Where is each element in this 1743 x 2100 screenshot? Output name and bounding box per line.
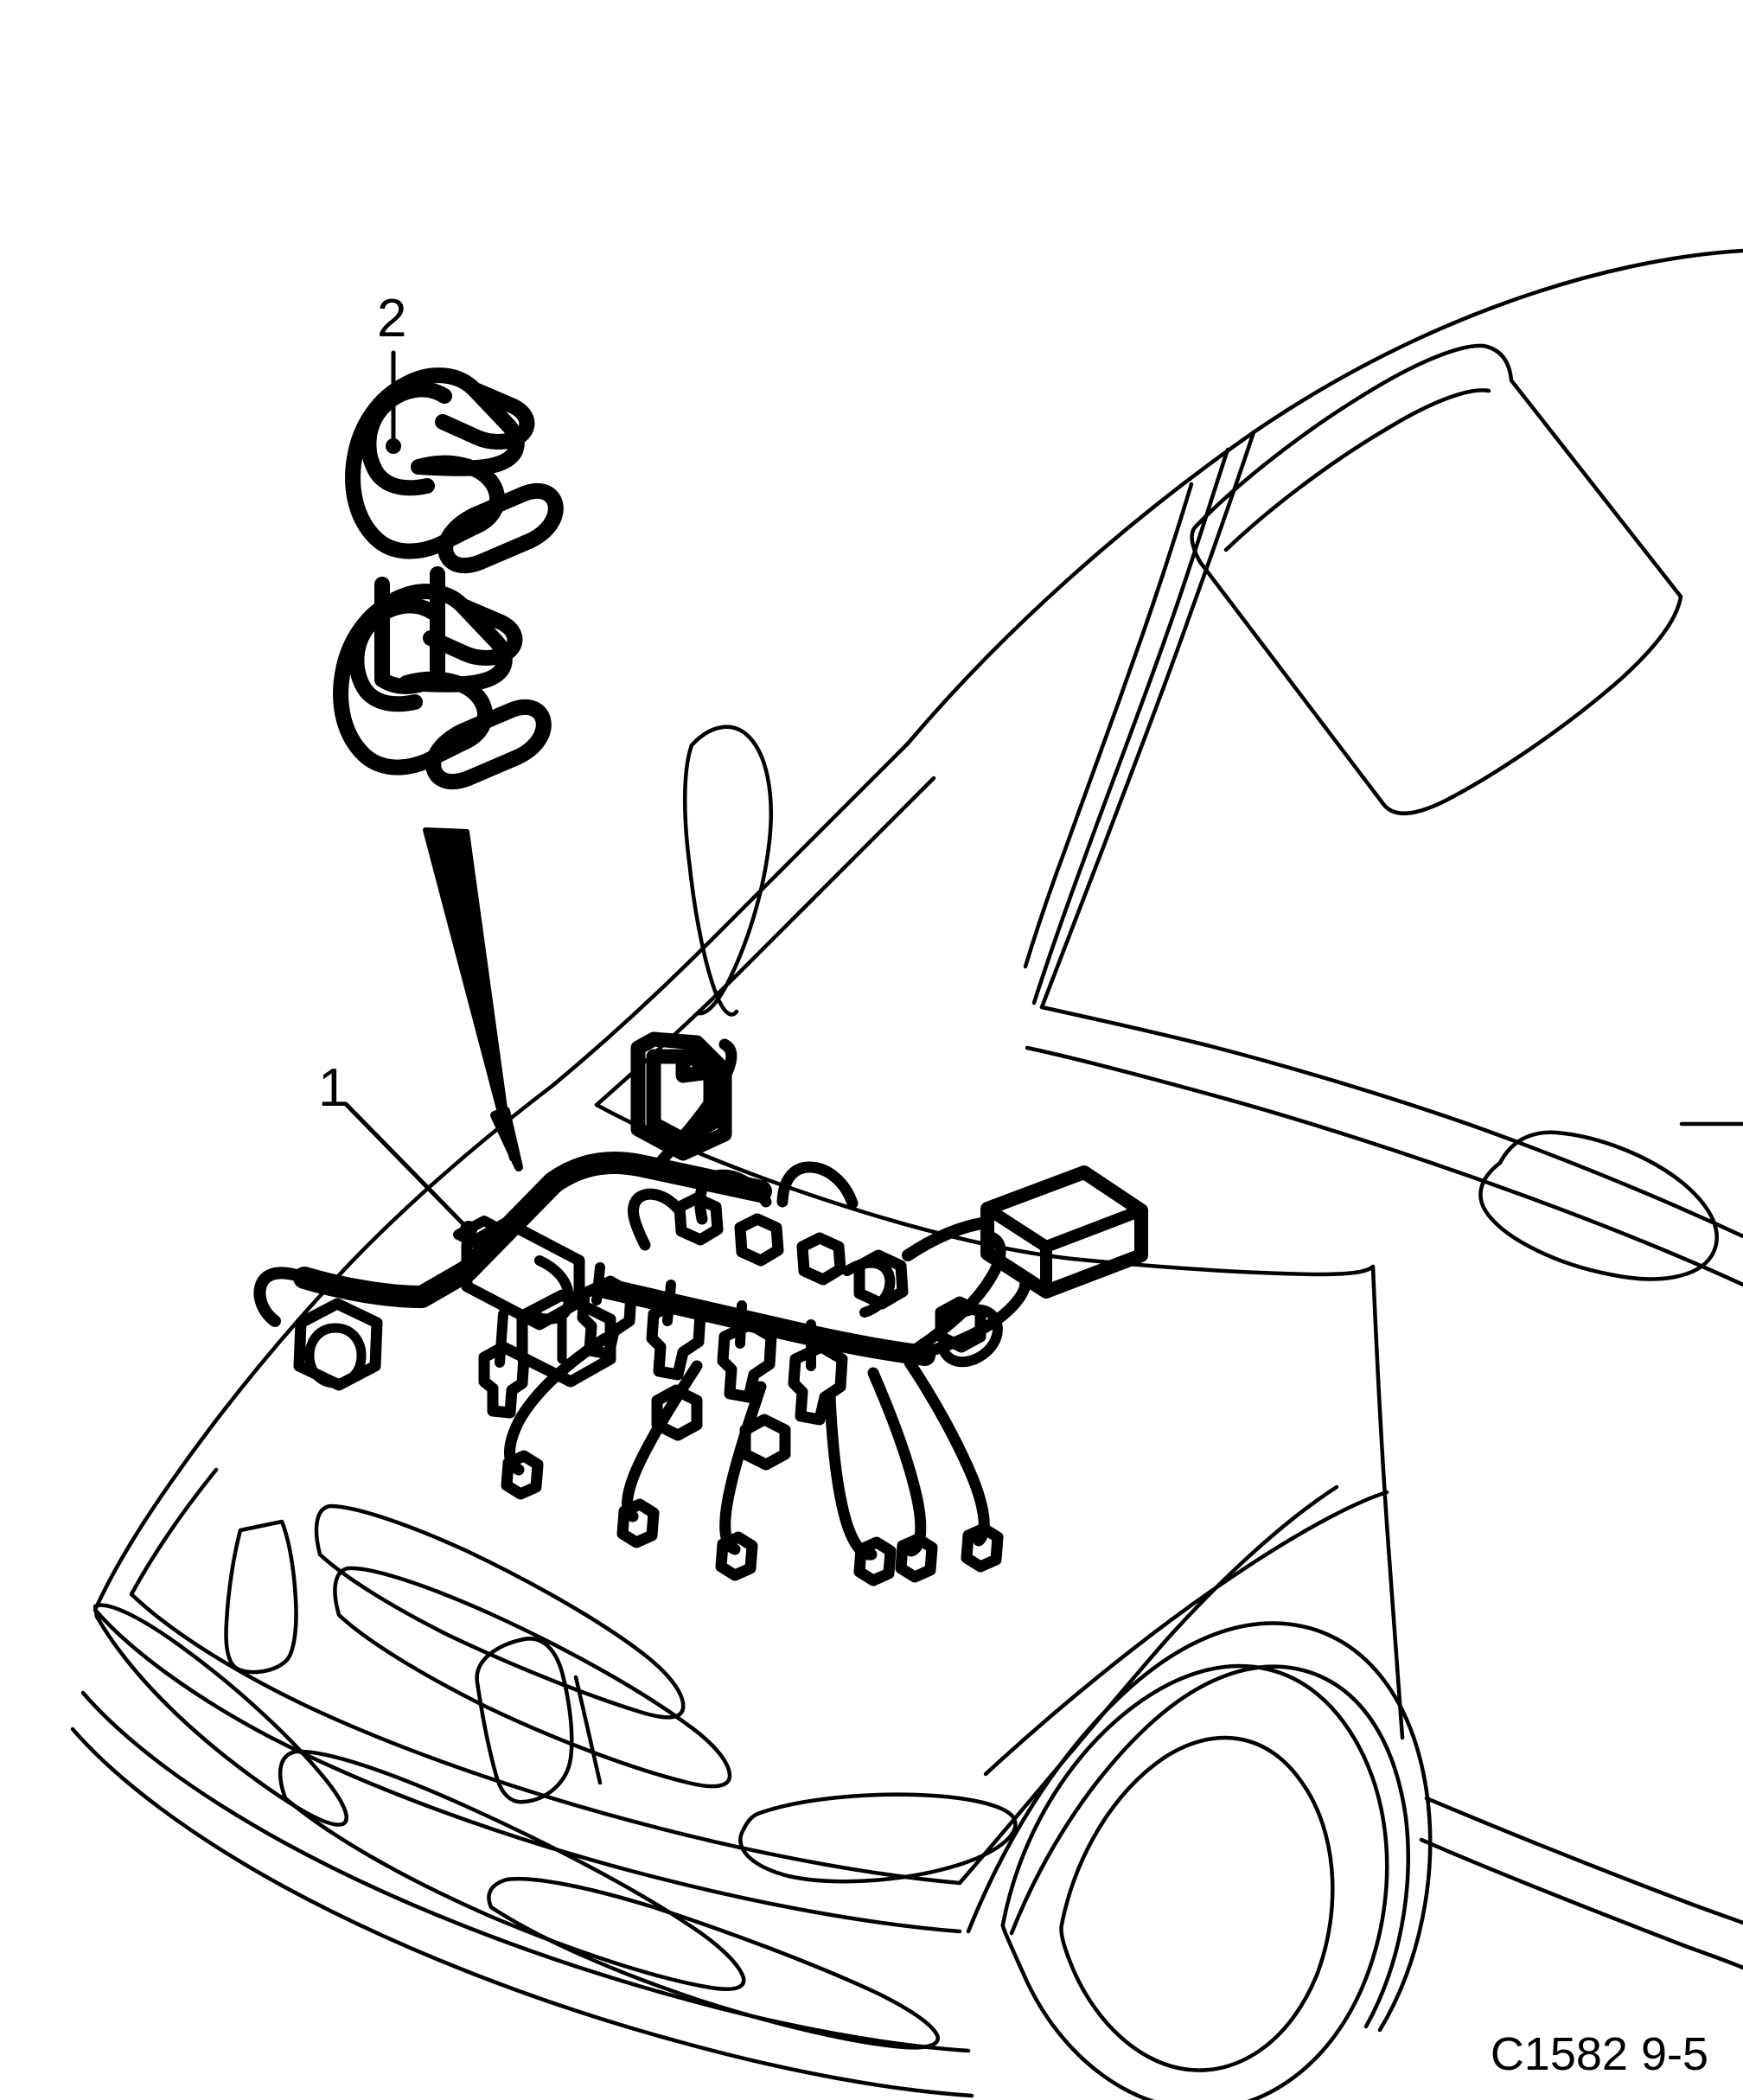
terminal-end-3 [715,1531,758,1581]
bumper-vent-centre [278,1749,746,1991]
injector-connector-4 [788,1341,848,1426]
fender-top-line [169,1082,556,1484]
connector-hex-4 [853,1249,909,1310]
a-pillar-outer [1039,430,1256,1010]
connector-hex-3 [796,1232,846,1286]
grille-bar-1 [314,1503,686,1720]
clip-upper-tab-bottom [437,482,564,574]
terminal-end-1 [501,1450,544,1500]
clip-lower-tab-bottom [425,699,552,790]
double-cable-clip [333,367,564,790]
leader-dot-2 [386,438,401,454]
terminal-end-5 [895,1533,938,1583]
left-grommet-ring [304,1323,367,1388]
vehicle-outline [70,248,1743,2100]
leader-dot-1 [460,1221,477,1238]
connector-hex-1 [674,1192,724,1246]
harness-backbone [595,1278,935,1366]
bumper-line-2 [70,1727,974,2098]
clip-lower-inner [348,597,440,712]
connector-hex-7 [935,1296,986,1353]
hood-front-shutline [957,1484,1339,1886]
connector-hex-5 [651,1384,703,1441]
roof-line [905,248,1743,746]
left-grommet-connector [293,1298,383,1391]
windshield-right-edge [1023,482,1194,969]
assembly-arrow [423,827,523,1171]
rocker-line-2 [1419,1837,1743,1970]
clip-upper-tab-top [435,383,535,450]
leader-line-1 [343,1101,468,1229]
harness-lead-to-block [902,1216,993,1261]
grille-divider [573,1675,603,1785]
a-pillar-inner [1031,447,1230,1005]
injector-connector-2 [646,1296,706,1381]
nose-top-line [93,1607,962,1934]
beltline-upper [1039,1005,1743,1239]
spade-terminal-stem [495,1309,508,1368]
bumper-vent-right [487,1876,940,2050]
callout-label-2: 2 [377,289,407,348]
injector-connector-3 [717,1318,777,1403]
wiper-arm [689,724,773,1016]
sunroof-inner-line [1223,388,1491,552]
rocker-line [1424,1796,1743,1925]
harness-branch-down-4 [824,1389,878,1561]
windshield-top-edge [551,741,910,1088]
inline-connector-block [980,1165,1148,1299]
tire-outline [1000,1663,1389,2100]
harness-branch-down-2 [622,1360,703,1522]
fender-crease [983,1490,1389,1777]
harness-branch-down-3 [719,1381,767,1555]
spade-terminal [478,1341,530,1419]
relay-box-tab [675,1049,718,1083]
wheel-rim [1059,1735,1335,2072]
hood-crease-left [129,1467,219,1597]
terminal-end-2 [616,1498,660,1548]
clip-upper-inner [361,381,452,496]
harness-branch-down-5 [867,1367,927,1557]
fuse-relay-box [630,1031,732,1161]
grille-centre-panel [475,1637,574,1804]
relay-box-lid [646,1049,718,1147]
hood-left-edge [93,1479,174,1612]
headlamp [738,1792,1018,1884]
wiper-arm-inner [682,743,739,1017]
side-mirror [1478,1130,1719,1281]
callout-leaders [343,350,477,1238]
grille-upper-line [129,1592,962,1886]
harness-branch-up-3 [776,1161,859,1210]
door-shutline [1370,1264,1405,1740]
relay-box-body [630,1031,732,1161]
connector-hex-6 [739,1414,791,1471]
terminal-end-4 [853,1536,897,1586]
clip-lower-tab-top [423,599,523,666]
terminal-end-6 [961,1522,1004,1573]
wheel-arch-inner [1009,1664,1410,2029]
grille-bar-2 [333,1566,732,1789]
bumper-vent-left [93,1603,348,1827]
harness-branch-left [253,1267,310,1327]
bumper-line-1 [80,1690,971,2053]
harness-connectors [293,1192,1004,1586]
beltline-lower [1025,1045,1743,1287]
harness-branch-up-1 [627,1188,684,1251]
figure-caption: C1582 9-5 [1490,2028,1708,2080]
callout-label-1: 1 [318,1058,348,1118]
grille-slot-left [224,1519,298,1675]
sunroof-outline [1190,343,1683,815]
connector-hex-2 [734,1213,784,1267]
